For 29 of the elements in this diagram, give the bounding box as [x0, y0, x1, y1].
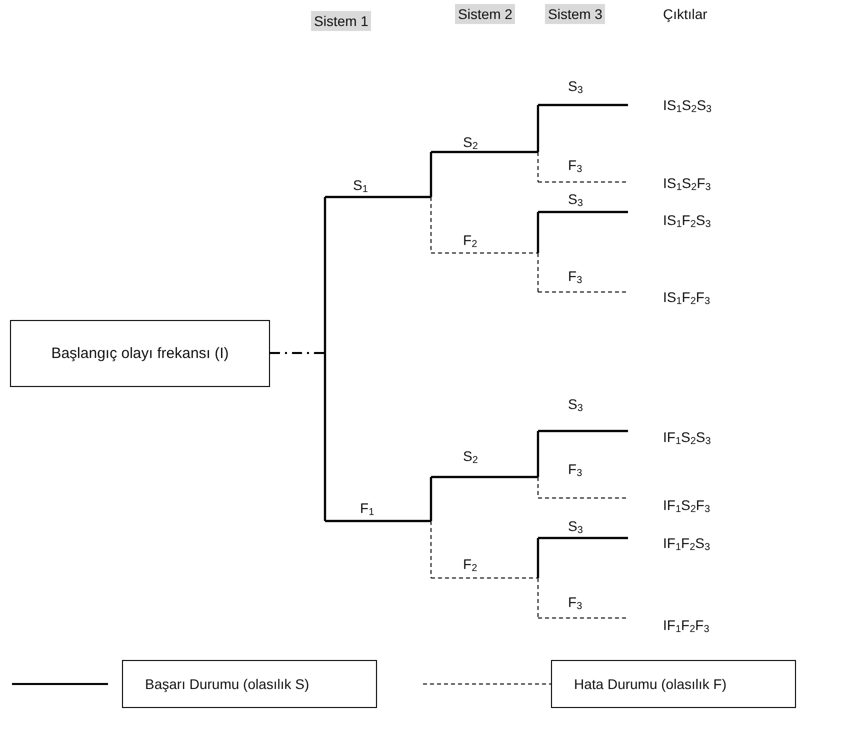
outcome-label: IF$_{1}$F$_{2}$F$_{3}$: [663, 617, 710, 633]
column-header: Sistem 2: [455, 4, 516, 24]
column-header: Sistem 1: [311, 11, 372, 31]
outcome-label: IS$_{1}$S$_{2}$S$_{3}$: [663, 97, 712, 113]
branch-label: S$_{3}$: [568, 191, 583, 207]
branch-label: S$_{2}$: [463, 134, 478, 150]
outcome-label: IF$_{1}$S$_{2}$S$_{3}$: [663, 429, 711, 445]
branch-label: F$_{3}$: [568, 157, 582, 173]
legend-label: Hata Durumu (olasılık F): [551, 660, 796, 708]
branch-label: F$_{3}$: [568, 594, 582, 610]
branch-label: F$_{2}$: [463, 556, 478, 572]
column-header: Sistem 3: [545, 4, 606, 24]
branch-label: F$_{3}$: [568, 268, 582, 284]
column-header: Çıktılar: [663, 6, 708, 22]
legend-label: Başarı Durumu (olasılık S): [122, 660, 377, 708]
branch-label: S$_{1}$: [353, 177, 368, 193]
outcome-label: IS$_{1}$F$_{2}$F$_{3}$: [663, 289, 710, 305]
outcome-label: IF$_{1}$F$_{2}$S$_{3}$: [663, 535, 710, 551]
outcome-label: IF$_{1}$S$_{2}$F$_{3}$: [663, 497, 710, 513]
branch-label: F$_{3}$: [568, 461, 582, 477]
branch-label: S$_{2}$: [463, 448, 478, 464]
branch-label: F$_{1}$: [360, 500, 374, 516]
branch-label: S$_{3}$: [568, 78, 583, 94]
initiating-event-box: Başlangıç olayı frekansı (I): [10, 320, 270, 387]
outcome-label: IS$_{1}$F$_{2}$S$_{3}$: [663, 212, 711, 228]
branch-label: S$_{3}$: [568, 396, 583, 412]
branch-label: S$_{3}$: [568, 518, 583, 534]
outcome-label: IS$_{1}$S$_{2}$F$_{3}$: [663, 175, 711, 191]
branch-label: F$_{2}$: [463, 232, 478, 248]
